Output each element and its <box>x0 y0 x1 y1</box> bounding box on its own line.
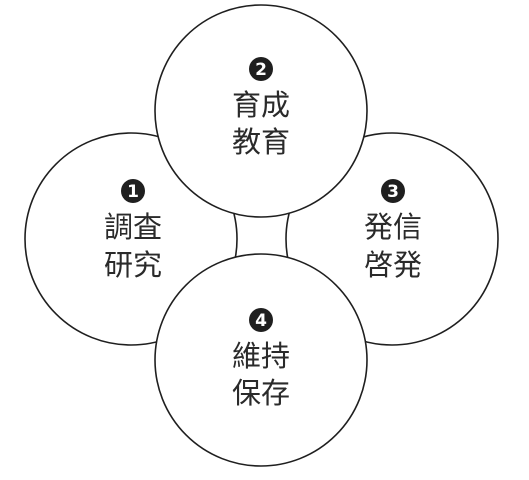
number-badge-outreach <box>381 179 405 203</box>
label-outreach: 3 発信 啓発 <box>364 179 422 282</box>
number-outreach: 3 <box>387 182 399 202</box>
label-education-line-2: 教育 <box>232 125 290 159</box>
label-outreach-line-1: 発信 <box>364 210 422 244</box>
label-research-line-2: 研究 <box>104 248 162 282</box>
label-preservation-line-1: 維持 <box>232 339 290 373</box>
circle-education <box>154 4 368 218</box>
circle-preservation-shape <box>154 253 368 467</box>
number-badge-preservation <box>249 308 273 332</box>
label-outreach-line-2: 啓発 <box>364 248 422 282</box>
label-education-line-1: 育成 <box>232 88 290 122</box>
number-badge-research <box>121 179 145 203</box>
label-research: 1 調査 研究 <box>104 179 162 282</box>
circle-education-shape <box>154 4 368 218</box>
number-research: 1 <box>127 182 139 202</box>
label-preservation: 4 維持 保存 <box>232 308 290 410</box>
number-preservation: 4 <box>255 311 267 331</box>
number-education: 2 <box>255 60 267 80</box>
number-badge-education <box>249 57 273 81</box>
circle-preservation <box>154 253 368 467</box>
label-preservation-line-2: 保存 <box>232 376 290 410</box>
label-research-line-1: 調査 <box>104 210 162 244</box>
label-education: 2 育成 教育 <box>232 57 290 159</box>
